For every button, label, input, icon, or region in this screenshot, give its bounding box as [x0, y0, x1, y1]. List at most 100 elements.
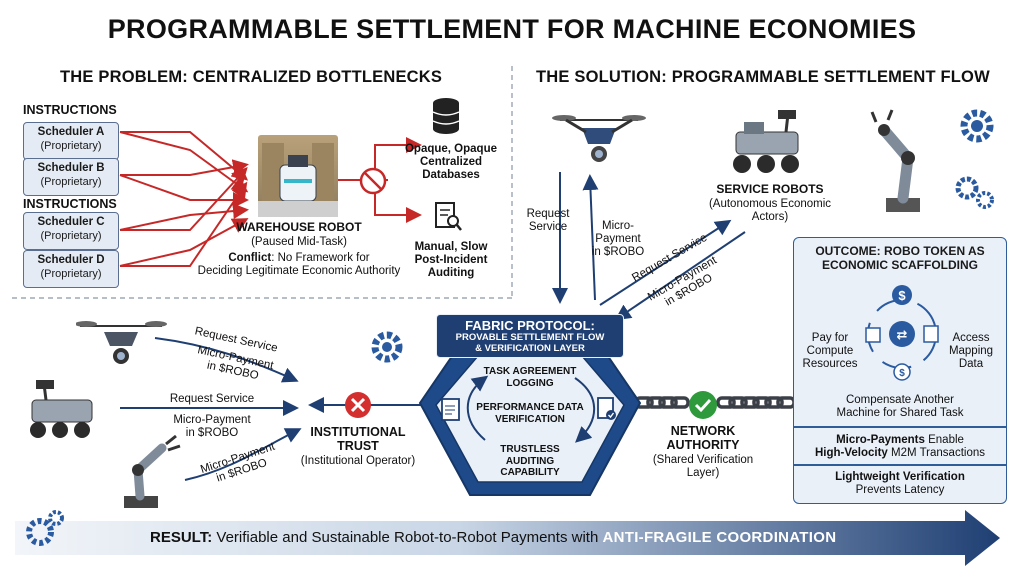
scheduler-sub: (Proprietary) — [40, 267, 102, 280]
label-line: Payment — [595, 233, 641, 246]
label-line: Resources — [802, 358, 858, 371]
outcome-divider — [794, 426, 1006, 428]
micro-payment-label: Micro-Payment in $ROBO — [162, 414, 262, 440]
drone-icon — [552, 115, 646, 162]
gear-icon — [955, 109, 994, 209]
db-line: Centralized — [420, 156, 482, 169]
fabric-protocol-header: FABRIC PROTOCOL: PROVABLE SETTLEMENT FLO… — [436, 314, 624, 358]
reject-x-icon — [345, 392, 371, 418]
scheduler-sub: (Proprietary) — [40, 175, 102, 188]
label-line: ECONOMIC SCAFFOLDING — [822, 258, 978, 273]
service-robots-sub: (Autonomous Economic Actors) — [708, 198, 832, 224]
label-line: TRUST — [337, 439, 379, 454]
solution-flow-arrows — [552, 172, 746, 321]
token-cycle-diagram: $ ⇄ $ — [865, 285, 939, 381]
fabric-title: FABRIC PROTOCOL: — [465, 318, 595, 333]
fabric-step-auditing: TRUSTLESS AUDITING CAPABILITY — [480, 444, 580, 479]
warehouse-robot-sub: (Paused Mid-Task) — [251, 236, 347, 248]
label-line: PERFORMANCE DATA — [476, 402, 584, 413]
outcome-title: OUTCOME: ROBO TOKEN AS ECONOMIC SCAFFOLD… — [794, 238, 1006, 273]
result-band-arrow — [15, 510, 1000, 566]
database-label: Opaque, Opaque Centralized Databases — [402, 143, 500, 183]
check-icon — [689, 391, 717, 419]
result-text: RESULT: Verifiable and Sustainable Robot… — [150, 529, 910, 546]
rover-icon — [30, 380, 93, 438]
conflict-bold: Conflict — [228, 252, 272, 264]
label-line: in $ROBO — [591, 246, 645, 259]
scheduler-name: Scheduler A — [37, 126, 105, 138]
left-flow-arrows — [120, 337, 302, 481]
audit-line: Manual, Slow — [414, 241, 488, 253]
institutional-trust-sub: (Institutional Operator) — [300, 455, 416, 467]
instructions-label: INSTRUCTIONS — [23, 103, 117, 117]
label-line: in $ROBO — [185, 427, 239, 440]
label-line: Compensate Another — [845, 394, 955, 406]
verified-document-icon — [597, 397, 616, 420]
pay-compute-label: Pay for Compute Resources — [800, 332, 860, 372]
scheduler-name: Scheduler D — [37, 254, 105, 266]
label-line: (Shared Verification — [652, 454, 754, 466]
audit-line: Post-Incident — [414, 254, 488, 267]
conflict-rest-2: Deciding Legitimate Economic Authority — [197, 265, 401, 278]
database-icon — [432, 98, 460, 134]
scheduler-b-box: Scheduler B (Proprietary) — [23, 158, 119, 196]
audit-label: Manual, Slow Post-Incident Auditing — [402, 241, 500, 281]
scheduler-d-box: Scheduler D (Proprietary) — [23, 250, 119, 288]
scheduler-sub: (Proprietary) — [40, 139, 102, 152]
fabric-step-task-agreement: TASK AGREEMENT LOGGING — [470, 366, 590, 389]
bold-text: Micro-Payments — [836, 434, 925, 446]
compensate-label: Compensate Another Machine for Shared Ta… — [810, 394, 990, 420]
robot-arm-icon — [870, 109, 920, 212]
request-service-label: Request Service — [520, 208, 576, 234]
institutional-trust-title: INSTITUTIONAL TRUST — [298, 425, 418, 454]
network-authority-sub: (Shared Verification Layer) — [640, 454, 766, 480]
label-line: INSTITUTIONAL — [310, 425, 406, 439]
label-line: Data — [958, 358, 984, 371]
network-authority-title: NETWORK AUTHORITY — [646, 424, 760, 453]
audit-line: Auditing — [427, 267, 475, 280]
bold-text: Lightweight Verification — [835, 471, 965, 483]
fabric-step-performance: PERFORMANCE DATA VERIFICATION — [466, 402, 594, 425]
chain-link-icon — [634, 396, 796, 409]
text: M2M Transactions — [887, 447, 985, 460]
label-line: Mapping — [948, 345, 994, 358]
warehouse-robot-image — [258, 135, 338, 217]
service-rover-icon — [733, 110, 799, 173]
label-line: Compute — [806, 345, 854, 358]
svg-text:$: $ — [899, 368, 905, 379]
label-line: & VERIFICATION LAYER — [475, 342, 585, 354]
label-line: Machine for Shared Task — [836, 407, 964, 420]
label-line: LOGGING — [506, 377, 554, 389]
clipboard-icon — [441, 398, 460, 421]
conflict-text: Conflict: No Framework for Deciding Legi… — [168, 252, 430, 278]
scheduler-name: Scheduler B — [37, 162, 105, 174]
micro-payment-label: Micro- Payment in $ROBO — [588, 220, 648, 260]
gear-icon — [26, 510, 64, 546]
drone-icon — [76, 321, 167, 364]
label-line: PROVABLE SETTLEMENT FLOW — [455, 332, 605, 343]
label-line: Pay for — [811, 332, 849, 344]
problem-heading: THE PROBLEM: CENTRALIZED BOTTLENECKS — [60, 68, 443, 86]
instructions-label: INSTRUCTIONS — [23, 197, 117, 211]
conflict-rest: : No Framework for — [271, 252, 370, 264]
page-title: PROGRAMMABLE SETTLEMENT FOR MACHINE ECON… — [107, 14, 917, 44]
lightweight-verification-note: Lightweight Verification Prevents Latenc… — [796, 471, 1004, 497]
label-line: OUTCOME: ROBO TOKEN AS — [815, 244, 985, 258]
svg-text:$: $ — [898, 288, 906, 303]
audit-document-icon — [435, 202, 462, 231]
label-line: Service — [528, 221, 568, 234]
result-bold: RESULT: — [150, 529, 213, 546]
label-line: Micro-Payment — [173, 414, 251, 426]
access-mapping-label: Access Mapping Data — [944, 332, 998, 372]
scheduler-name: Scheduler C — [37, 216, 105, 228]
scheduler-c-box: Scheduler C (Proprietary) — [23, 212, 119, 250]
text: Prevents Latency — [855, 484, 945, 497]
result-highlight: ANTI-FRAGILE COORDINATION — [602, 529, 837, 546]
svg-text:⇄: ⇄ — [897, 327, 908, 342]
scheduler-sub: (Proprietary) — [40, 229, 102, 242]
label-line: AUDITING — [505, 455, 555, 467]
scheduler-instruction-arrows — [119, 131, 249, 267]
label-line: CAPABILITY — [500, 467, 560, 478]
outcome-divider — [794, 464, 1006, 466]
